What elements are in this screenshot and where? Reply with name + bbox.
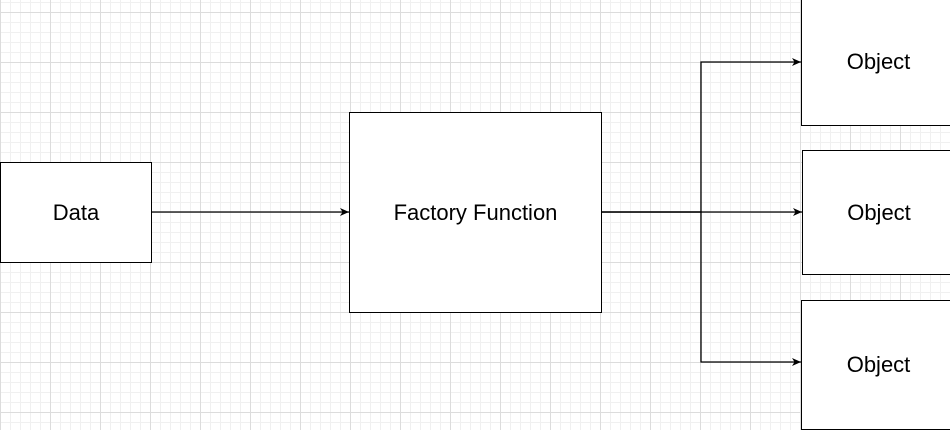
factory-function-node[interactable]: Factory Function xyxy=(349,112,602,313)
object-node-2[interactable]: Object xyxy=(802,150,950,275)
object-node-2-label: Object xyxy=(847,199,911,225)
data-node-label: Data xyxy=(52,199,100,225)
object-node-1-label: Object xyxy=(846,49,911,74)
edge-factory-to-object-3 xyxy=(601,211,801,366)
factory-function-node-label: Factory Function xyxy=(393,199,558,225)
edge-factory-to-object-1 xyxy=(601,58,801,213)
object-node-1[interactable]: Object xyxy=(801,0,950,126)
object-node-3-label: Object xyxy=(846,352,911,377)
object-node-3[interactable]: Object xyxy=(801,300,950,430)
data-node[interactable]: Data xyxy=(0,162,152,263)
